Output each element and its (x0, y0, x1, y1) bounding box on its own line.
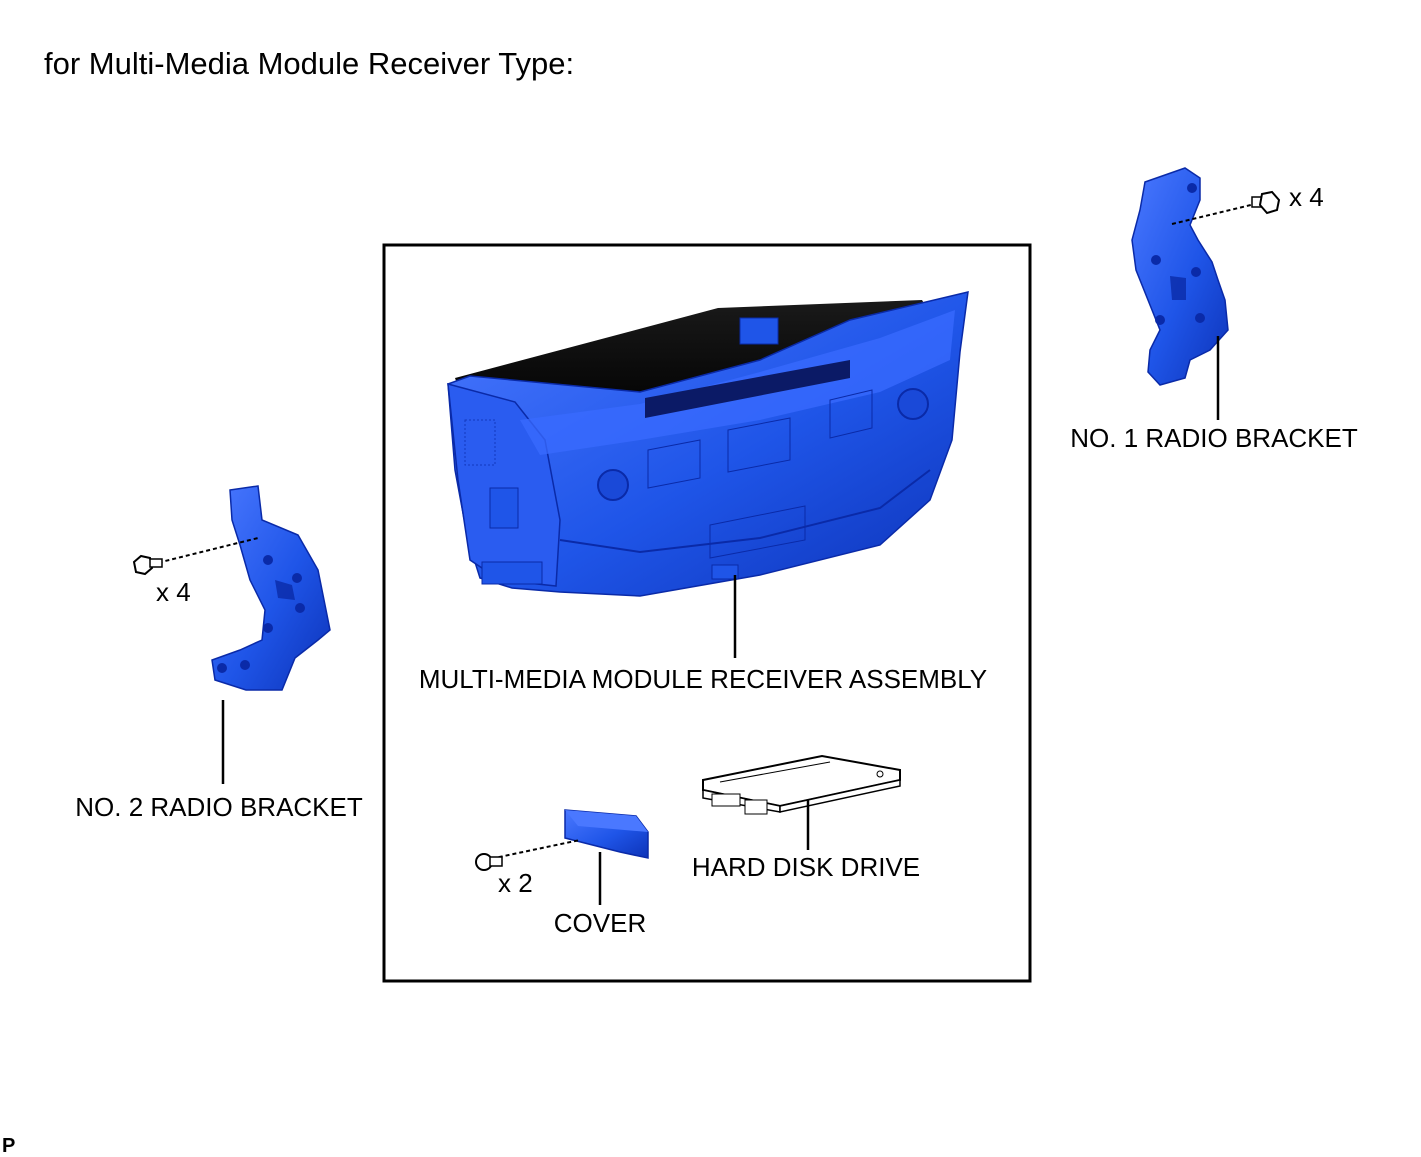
cover-label: COVER (554, 908, 646, 938)
bolt-icon (132, 554, 163, 576)
no1-bracket-label: NO. 1 RADIO BRACKET (1070, 423, 1358, 453)
assembly-frame (382, 243, 1032, 983)
nut-icon (1251, 190, 1281, 215)
no2-bolt-qty: x 4 (156, 577, 191, 607)
receiver-label: MULTI-MEDIA MODULE RECEIVER ASSEMBLY (419, 664, 987, 694)
no2-bolt-path (144, 537, 259, 567)
hard-disk-drive-illustration (702, 754, 901, 815)
footer-code: P (2, 1135, 15, 1157)
page-title: for Multi-Media Module Receiver Type: (44, 46, 574, 81)
no2-bracket-label: NO. 2 RADIO BRACKET (75, 792, 363, 822)
cover-illustration (564, 809, 649, 859)
cover-screw-qty: x 2 (498, 868, 533, 898)
no1-bracket-illustration (1131, 167, 1229, 386)
receiver-assembly-illustration (447, 291, 969, 597)
no1-nut-qty: x 4 (1289, 182, 1324, 212)
hdd-label: HARD DISK DRIVE (692, 852, 920, 882)
no1-nut-path (1171, 203, 1256, 225)
screw-icon (475, 853, 503, 871)
no2-bracket-illustration (211, 485, 331, 691)
